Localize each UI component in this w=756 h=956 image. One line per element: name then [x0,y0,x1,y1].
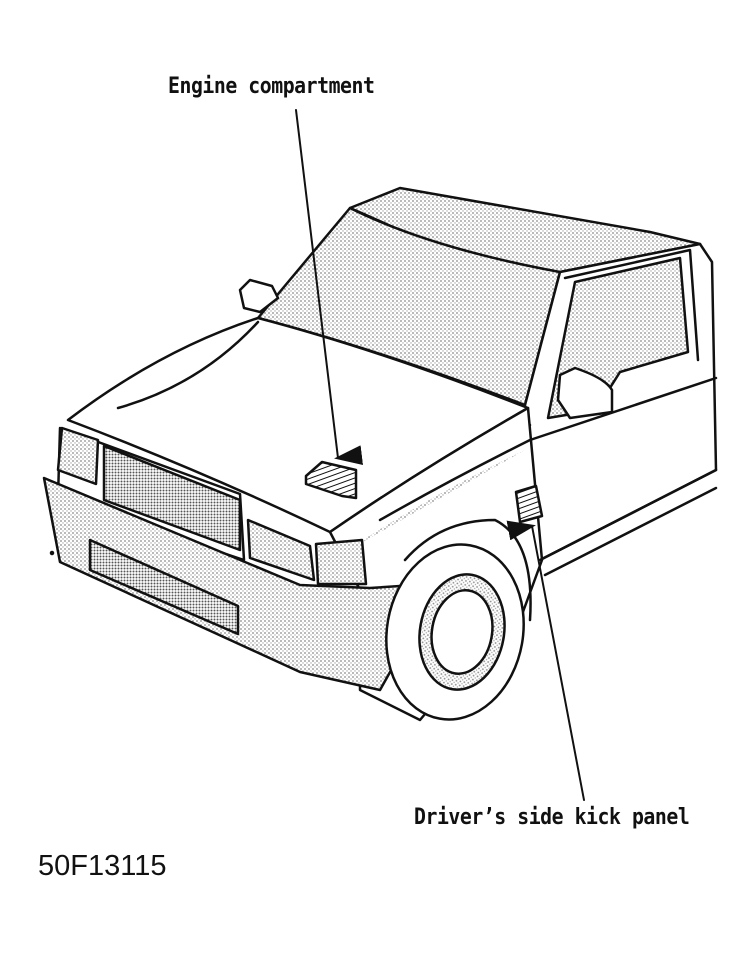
grille [102,444,242,552]
engine-leader-line [295,109,364,466]
hood-fold [116,320,260,410]
figure-id: 50F13115 [38,850,167,882]
passenger-mirror [238,278,280,314]
callout-kick-panel: Driver’s side kick panel [414,805,690,830]
headlight-right [246,518,316,582]
side-mirror [556,366,614,420]
callout-engine-compartment: Engine compartment [168,74,375,99]
headlight-left [56,426,100,486]
engine-fuse-box [304,460,358,500]
cab-inner-frame [563,248,700,362]
turn-signal [314,538,368,586]
kick-leader-line [506,520,585,801]
kick-panel-fuse-box [514,484,544,524]
wheel-arch [403,518,532,622]
rocker-line [538,468,718,562]
bumper-vent [88,538,240,636]
side-molding [378,376,718,522]
